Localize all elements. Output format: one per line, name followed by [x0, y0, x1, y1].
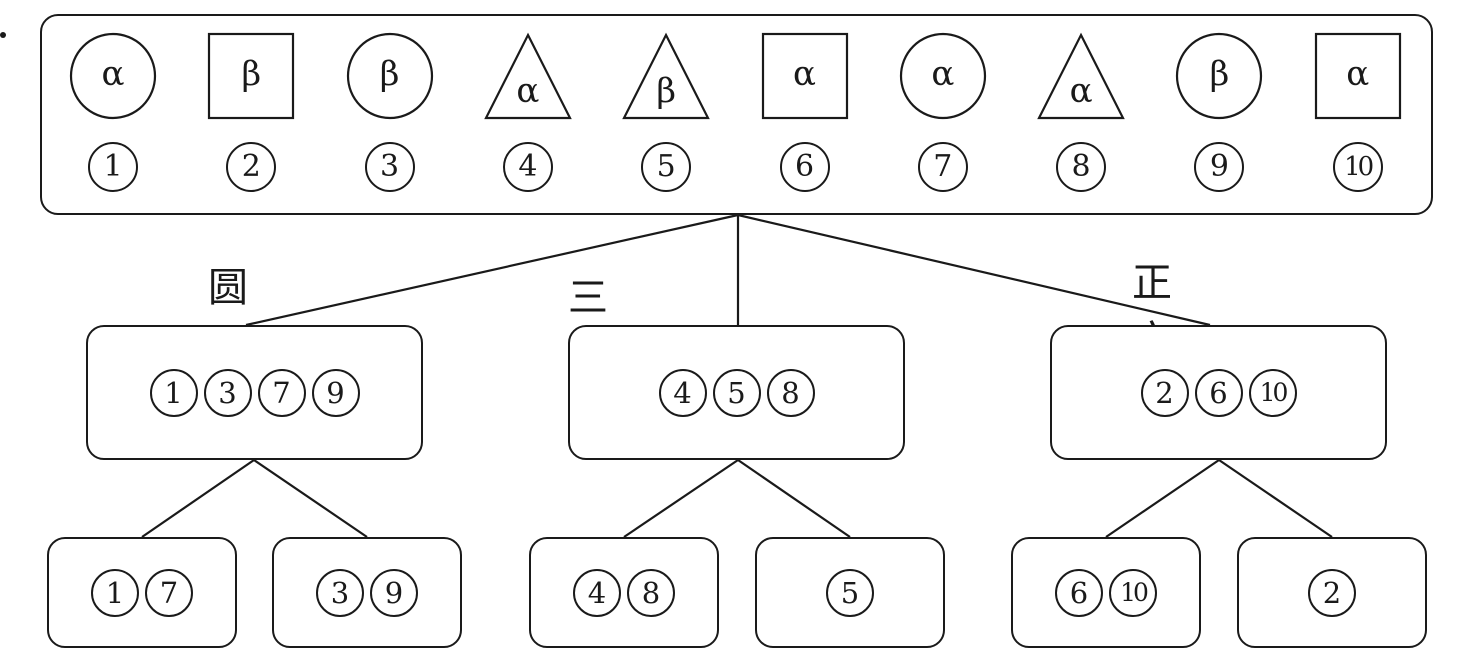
- item-symbol: α: [101, 54, 125, 94]
- group-item-number: 7: [145, 568, 193, 617]
- group-item-number: 6: [1055, 568, 1103, 617]
- circle-shape-icon: [899, 32, 987, 120]
- item-number: 7: [917, 142, 968, 192]
- item-symbol: β: [241, 54, 262, 94]
- connector-line: [253, 459, 368, 538]
- connector-line: [1218, 459, 1333, 538]
- triangle-shape-icon: [1037, 32, 1125, 120]
- item-number: 2: [226, 142, 277, 192]
- item-number: 5: [641, 142, 692, 192]
- square-shape-icon: [761, 32, 849, 120]
- item-number: 6: [779, 142, 830, 192]
- item-number: 4: [502, 142, 553, 192]
- group-item-number: 6: [1194, 368, 1243, 417]
- item-symbol: β: [656, 71, 677, 111]
- group-item-number: 9: [370, 568, 418, 617]
- group-item-number: 10: [1109, 568, 1157, 617]
- group-item-number: 3: [316, 568, 364, 617]
- circle-shape-icon: [1175, 32, 1263, 120]
- item-number: 8: [1056, 142, 1107, 192]
- connector-line: [141, 459, 255, 538]
- circle-shape-icon: [346, 32, 434, 120]
- item-symbol: α: [516, 71, 540, 111]
- item-symbol: α: [931, 54, 955, 94]
- group-item-number: 2: [1140, 368, 1189, 417]
- connector-line: [623, 459, 739, 538]
- group-item-number: 9: [311, 368, 360, 417]
- circle-shape-icon: [69, 32, 157, 120]
- subgroup-box: 2: [1237, 537, 1427, 648]
- item-symbol: α: [1069, 71, 1093, 111]
- item-number: 1: [88, 142, 138, 192]
- group-item-number: 3: [203, 368, 252, 417]
- leading-dot: [0, 32, 6, 38]
- group-item-number: 1: [149, 368, 198, 417]
- group-item-number: 5: [826, 568, 874, 617]
- connector-line: [245, 213, 739, 327]
- subgroup-box: 5: [755, 537, 945, 648]
- group-item-number: 7: [257, 368, 306, 417]
- group-item-number: 1: [91, 568, 139, 617]
- item-symbol: α: [793, 54, 816, 94]
- square-shape-icon: [1314, 32, 1402, 120]
- item-number: 10: [1332, 142, 1383, 192]
- item-symbol: β: [1209, 54, 1230, 94]
- group-item-number: 10: [1248, 368, 1297, 417]
- triangle-shape-icon: [484, 32, 572, 120]
- connector-line: [1105, 459, 1220, 538]
- triangle-shape-icon: [622, 32, 710, 120]
- connector-line: [737, 459, 851, 538]
- item-symbol: β: [379, 54, 400, 94]
- item-number: 9: [1194, 142, 1245, 192]
- group-item-number: 4: [573, 568, 621, 617]
- item-symbol: α: [1346, 54, 1370, 94]
- group-item-number: 8: [627, 568, 675, 617]
- square-shape-icon: [207, 32, 295, 120]
- connector-line: [737, 213, 1211, 327]
- group-item-number: 2: [1308, 568, 1356, 617]
- item-number: 3: [364, 142, 415, 192]
- group-item-number: 5: [712, 368, 761, 417]
- group-item-number: 8: [766, 368, 815, 417]
- group-item-number: 4: [658, 368, 707, 417]
